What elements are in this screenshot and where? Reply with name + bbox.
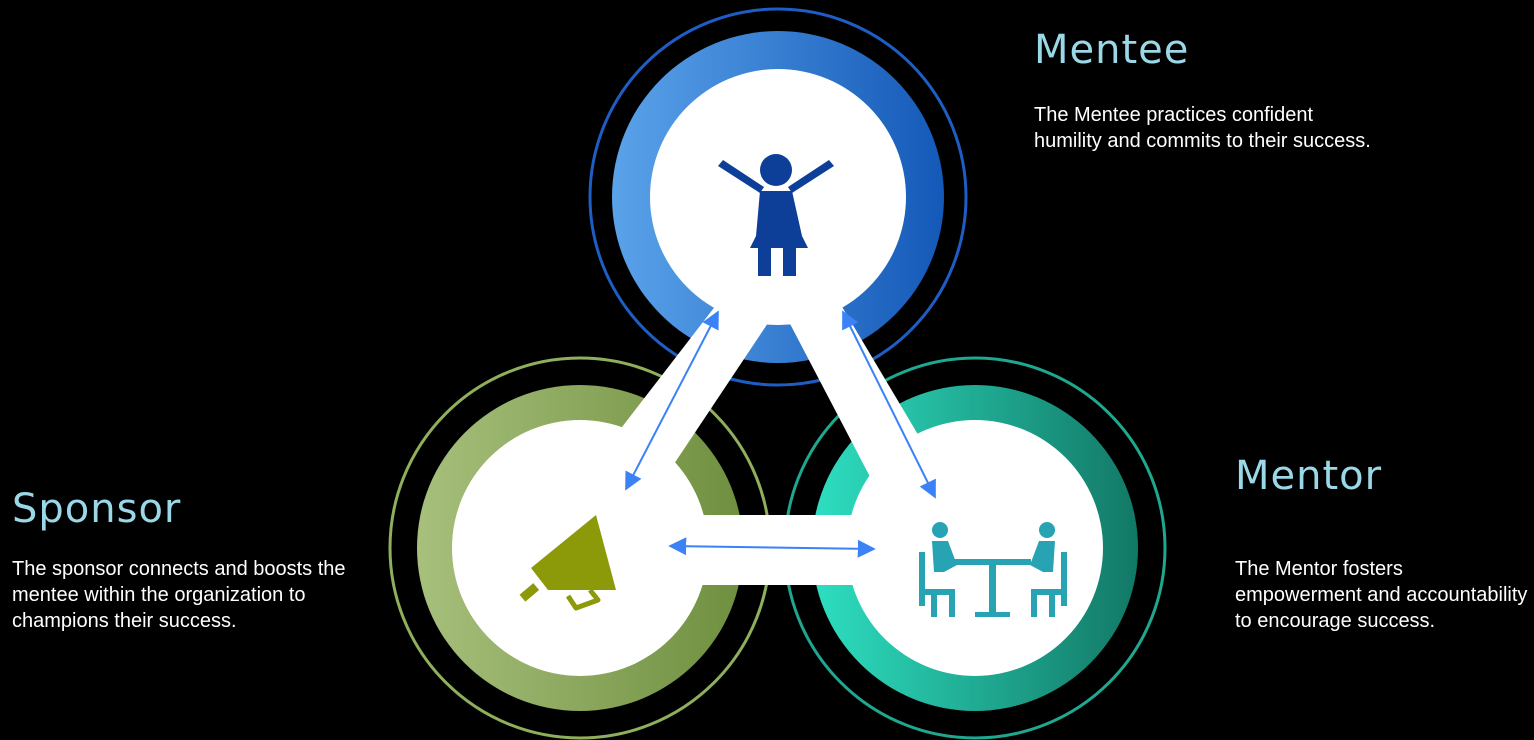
connection-arrows [625, 310, 936, 558]
mentee-outer-ring [588, 7, 968, 387]
sponsor-description: The sponsor connects and boosts the ment… [12, 558, 346, 632]
mentor-title: Mentor [1235, 453, 1383, 499]
mentee-title: Mentee [1034, 27, 1190, 73]
mentor-inner-disc [847, 420, 1103, 676]
mentee-description: The Mentee practices confident humility … [1034, 104, 1371, 152]
arrow-mentee-sponsor [625, 310, 719, 491]
sponsor-title: Sponsor [12, 486, 182, 532]
arrow-mentee-mentor [842, 310, 936, 499]
mentor-description: The Mentor fosters empowerment and accou… [1235, 558, 1528, 632]
arrow-sponsor-mentor [668, 537, 876, 558]
meeting-icon [919, 522, 1067, 617]
megaphone-icon [519, 515, 616, 611]
woman-icon [718, 154, 834, 276]
